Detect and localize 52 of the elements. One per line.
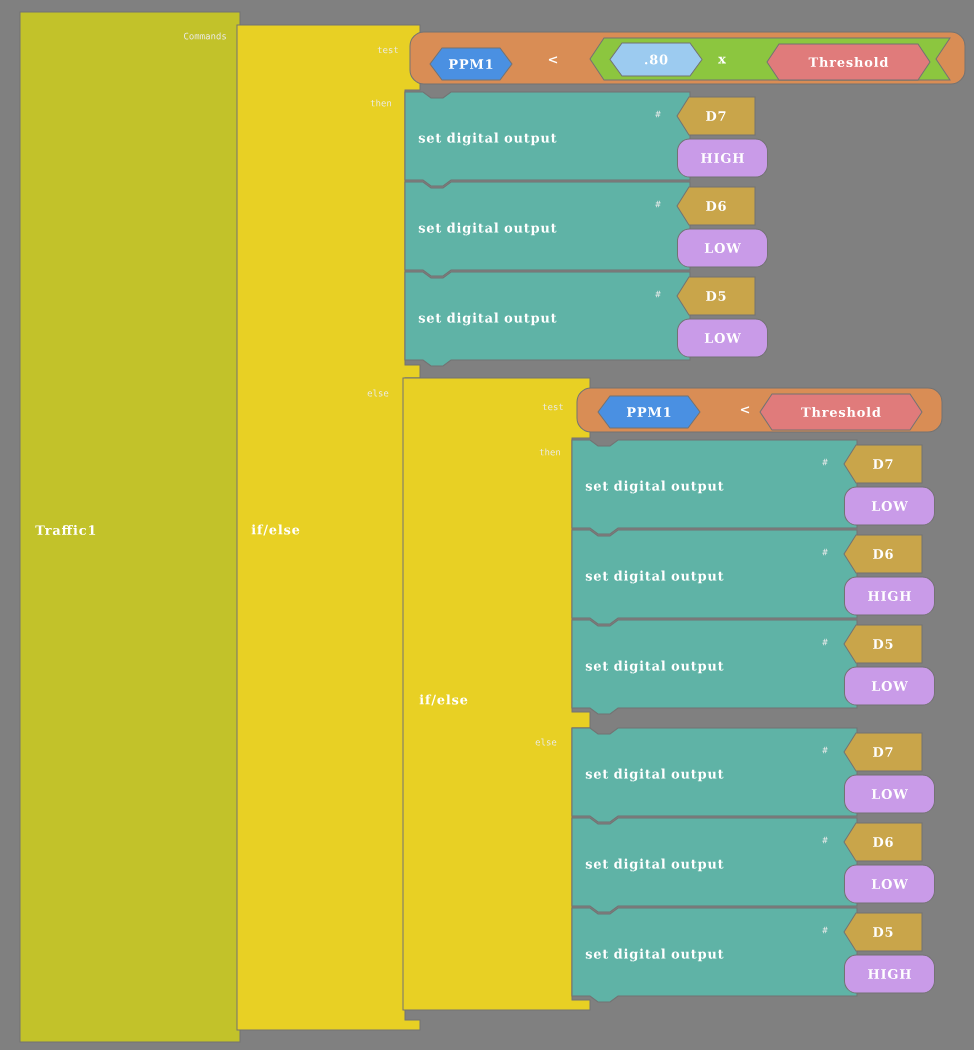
variable-block: Threshold (759, 393, 923, 431)
pin-block: D5 (843, 912, 923, 952)
socket-label: else (367, 389, 389, 397)
socket-label: # (655, 290, 661, 298)
block-label: set digital output (585, 480, 724, 494)
value-block: HIGH (844, 954, 935, 994)
pin-block: D5 (676, 276, 756, 316)
socket-label: # (822, 836, 828, 844)
socket-label: # (655, 200, 661, 208)
socket-label: # (822, 746, 828, 754)
operator-label: < (740, 406, 750, 414)
value-block: LOW (844, 774, 935, 814)
pin-block: D5 (843, 624, 923, 664)
socket-label: test (542, 403, 563, 411)
socket-label: then (539, 448, 560, 456)
value-block: LOW (677, 318, 768, 358)
value-block: LOW (677, 228, 768, 268)
socket-label: # (655, 110, 661, 118)
operator-label: x (718, 56, 726, 64)
block-label: set digital output (418, 222, 557, 236)
block-label: set digital output (585, 768, 724, 782)
value-block: HIGH (844, 576, 935, 616)
block-label: set digital output (585, 858, 724, 872)
socket-label: Commands (184, 32, 226, 40)
value-block: LOW (844, 864, 935, 904)
operator-label: < (548, 56, 558, 64)
socket-label: else (535, 738, 557, 746)
pin-block: D7 (843, 444, 923, 484)
pin-block: D6 (843, 534, 923, 574)
block-label: set digital output (585, 948, 724, 962)
socket-label: then (370, 99, 391, 107)
pin-block: D6 (843, 822, 923, 862)
socket-label: # (822, 458, 828, 466)
value-block: LOW (844, 486, 935, 526)
pin-block: D7 (676, 96, 756, 136)
variable-block: Threshold (766, 43, 931, 81)
socket-label: # (822, 638, 828, 646)
block-label: if/else (419, 694, 468, 706)
pin-block: D7 (843, 732, 923, 772)
block-label: if/else (251, 524, 300, 536)
block-label: set digital output (585, 570, 724, 584)
block-label: set digital output (418, 312, 557, 326)
block-label: set digital output (585, 660, 724, 674)
socket-label: test (377, 46, 398, 54)
pin-block: D6 (676, 186, 756, 226)
block-label: set digital output (418, 132, 557, 146)
variable-block: PPM1 (429, 47, 513, 81)
socket-label: # (822, 926, 828, 934)
socket-label: # (822, 548, 828, 556)
block-label: Traffic1 (35, 524, 96, 536)
value-block: LOW (844, 666, 935, 706)
value-block: HIGH (677, 138, 768, 178)
